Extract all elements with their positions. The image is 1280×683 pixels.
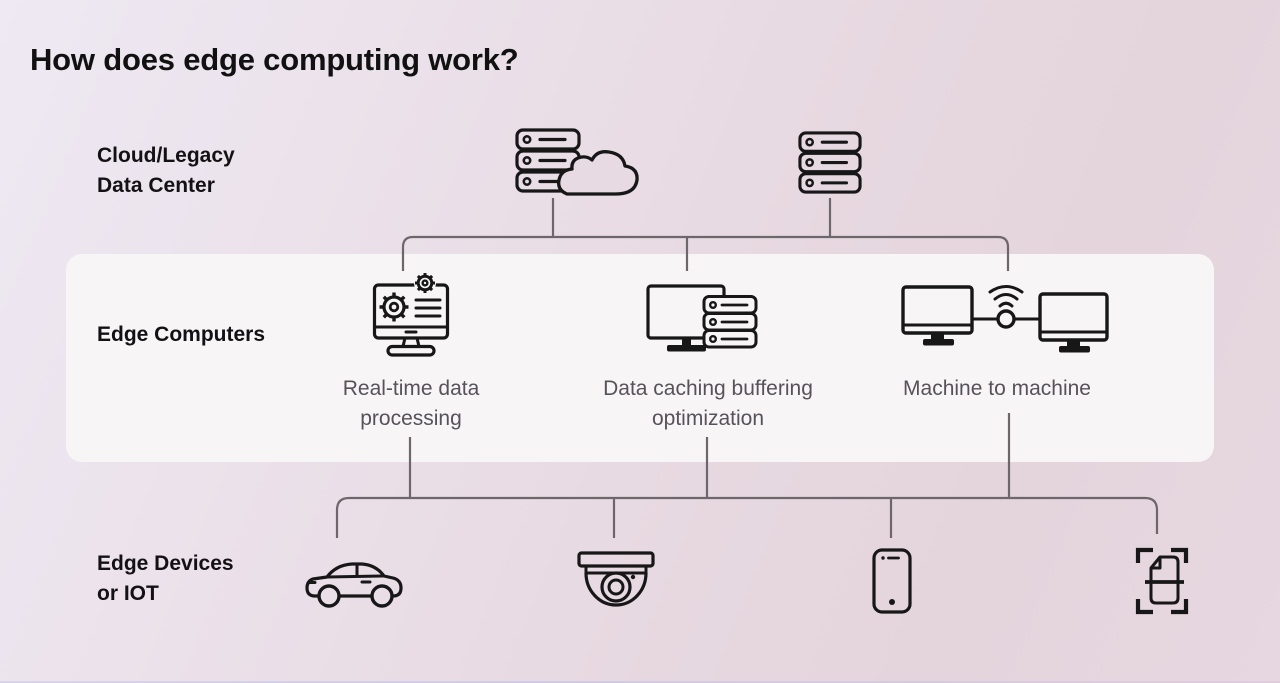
cloud-icon bbox=[557, 150, 639, 196]
machine-to-machine-icon bbox=[901, 285, 1109, 353]
edge-row-label: Edge Computers bbox=[97, 323, 266, 346]
server-stack-icon bbox=[798, 131, 862, 194]
edge-computers-band bbox=[66, 254, 1214, 462]
security-camera-icon bbox=[577, 551, 655, 607]
document-scanner-icon bbox=[1135, 547, 1189, 615]
page-title: How does edge computing work? bbox=[30, 42, 519, 77]
caption-data-caching: Data caching buffering optimization bbox=[603, 377, 813, 430]
monitor-with-server-icon bbox=[646, 284, 758, 352]
caption-real-time: Real-time data processing bbox=[342, 377, 480, 430]
car-icon bbox=[305, 562, 403, 608]
device-row-label: Edge Devices or IOT bbox=[97, 552, 234, 605]
monitor-with-gears-icon bbox=[372, 272, 450, 357]
smartphone-icon bbox=[872, 548, 912, 614]
cloud-row-label: Cloud/Legacy Data Center bbox=[97, 144, 235, 197]
caption-machine-to-machine: Machine to machine bbox=[903, 377, 1091, 400]
bottom-edge-line bbox=[0, 681, 1280, 683]
